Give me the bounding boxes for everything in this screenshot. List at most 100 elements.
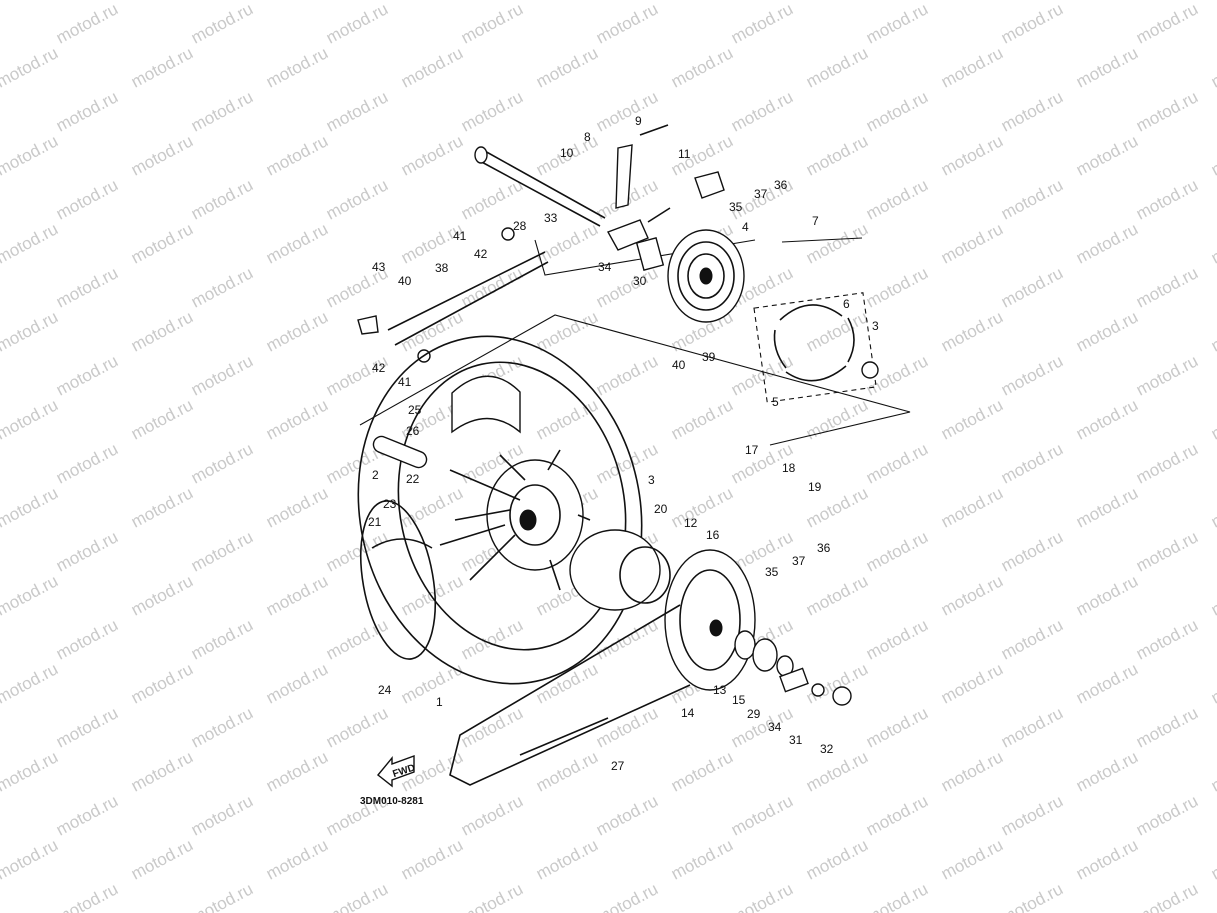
callout-number: 22 [406, 472, 420, 486]
watermark-text: motod.ru [0, 835, 61, 883]
callout-number: 41 [398, 375, 412, 389]
watermark-text: motod.ru [263, 0, 331, 4]
watermark-text: motod.ru [863, 87, 931, 135]
callout-number: 37 [792, 554, 806, 568]
fwd-arrow: FWD [377, 755, 417, 788]
watermark-text: motod.ru [1073, 395, 1141, 443]
callout-number: 27 [611, 759, 625, 773]
watermark-text: motod.ru [593, 87, 661, 135]
watermark-text: motod.ru [938, 835, 1006, 883]
callout-number: 8 [584, 130, 591, 144]
watermark-text: motod.ru [1133, 175, 1201, 223]
callout-number: 42 [474, 247, 488, 261]
watermark-text: motod.ru [938, 0, 1006, 4]
callout-number: 25 [408, 403, 422, 417]
callout-number: 12 [684, 516, 698, 530]
watermark-text: motod.ru [1133, 703, 1201, 751]
watermark-text: motod.ru [0, 747, 61, 795]
damper-and-sprocket [569, 529, 756, 691]
watermark-text: motod.ru [263, 131, 331, 179]
spacers [372, 375, 521, 469]
watermark-text: motod.ru [458, 0, 526, 48]
watermark-text: motod.ru [1133, 615, 1201, 663]
watermark-text: motod.ru [458, 263, 526, 311]
watermark-text: motod.ru [188, 351, 256, 399]
watermark-text: motod.ru [398, 571, 466, 619]
callout-number: 9 [635, 114, 642, 128]
watermark-text: motod.ru [593, 879, 661, 913]
callout-number: 2 [372, 468, 379, 482]
watermark-text: motod.ru [998, 615, 1066, 663]
watermark-text: motod.ru [803, 571, 871, 619]
watermark-text: motod.ru [53, 879, 121, 913]
watermark-text: motod.ru [728, 703, 796, 751]
watermark-text: motod.ru [593, 703, 661, 751]
watermark-text: motod.ru [188, 439, 256, 487]
watermark-text: motod.ru [668, 483, 736, 531]
watermark-text: motod.ru [1133, 0, 1201, 48]
watermark-text: motod.ru [938, 395, 1006, 443]
watermark-text: motod.ru [188, 527, 256, 575]
watermark-text: motod.ru [1133, 439, 1201, 487]
watermark-text: motod.ru [1208, 747, 1217, 795]
callout-number: 3 [872, 319, 879, 333]
watermark-text: motod.ru [938, 219, 1006, 267]
watermark-text: motod.ru [1073, 571, 1141, 619]
watermark-text: motod.ru [53, 703, 121, 751]
watermark-text: motod.ru [998, 263, 1066, 311]
callout-number: 1 [436, 695, 443, 709]
watermark-text: motod.ru [53, 791, 121, 839]
watermark-text: motod.ru [728, 879, 796, 913]
watermark-text: motod.ru [458, 879, 526, 913]
watermark-text: motod.ru [533, 835, 601, 883]
watermark-text: motod.ru [1208, 659, 1217, 707]
watermark-text: motod.ru [593, 791, 661, 839]
watermark-text: motod.ru [533, 43, 601, 91]
watermark-text: motod.ru [1133, 527, 1201, 575]
callout-number: 15 [732, 693, 746, 707]
callout-number: 37 [754, 187, 768, 201]
watermark-text: motod.ru [803, 835, 871, 883]
watermark-text: motod.ru [863, 703, 931, 751]
watermark-text: motod.ru [0, 571, 61, 619]
watermark-text: motod.ru [668, 835, 736, 883]
watermark-text: motod.ru [863, 175, 931, 223]
watermark-text: motod.ru [128, 395, 196, 443]
callout-number: 41 [453, 229, 467, 243]
watermark-text: motod.ru [1073, 131, 1141, 179]
watermark-text: motod.ru [938, 483, 1006, 531]
watermark-text: motod.ru [458, 615, 526, 663]
watermark-text: motod.ru [53, 439, 121, 487]
watermark-text: motod.ru [188, 791, 256, 839]
watermark-text: motod.ru [938, 571, 1006, 619]
watermark-text: motod.ru [323, 879, 391, 913]
brake-shoes [773, 304, 879, 382]
watermark-text: motod.ru [938, 747, 1006, 795]
watermark-text: motod.ru [533, 659, 601, 707]
watermark-text: motod.ru [533, 395, 601, 443]
callout-number: 16 [706, 528, 720, 542]
watermark-text: motod.ru [53, 0, 121, 48]
watermark-text: motod.ru [938, 307, 1006, 355]
watermark-text: motod.ru [1208, 0, 1217, 4]
watermark-text: motod.ru [1208, 571, 1217, 619]
watermark-text: motod.ru [53, 615, 121, 663]
watermark-text: motod.ru [998, 527, 1066, 575]
callout-number: 11 [678, 147, 691, 161]
watermark-text: motod.ru [128, 219, 196, 267]
watermark-text: motod.ru [998, 351, 1066, 399]
callout-number: 24 [378, 683, 392, 697]
watermark-text: motod.ru [533, 0, 601, 4]
callout-number: 5 [772, 395, 779, 409]
watermark-text: motod.ru [938, 43, 1006, 91]
watermark-text: motod.ru [0, 0, 61, 4]
watermark-text: motod.ru [998, 791, 1066, 839]
callout-number: 43 [372, 260, 386, 274]
watermark-text: motod.ru [263, 219, 331, 267]
callout-number: 34 [598, 260, 612, 274]
watermark-text: motod.ru [803, 395, 871, 443]
watermark-text: motod.ru [263, 483, 331, 531]
watermark-text: motod.ru [728, 0, 796, 48]
callout-number: 36 [774, 178, 788, 192]
hub-and-spokes [439, 449, 591, 591]
